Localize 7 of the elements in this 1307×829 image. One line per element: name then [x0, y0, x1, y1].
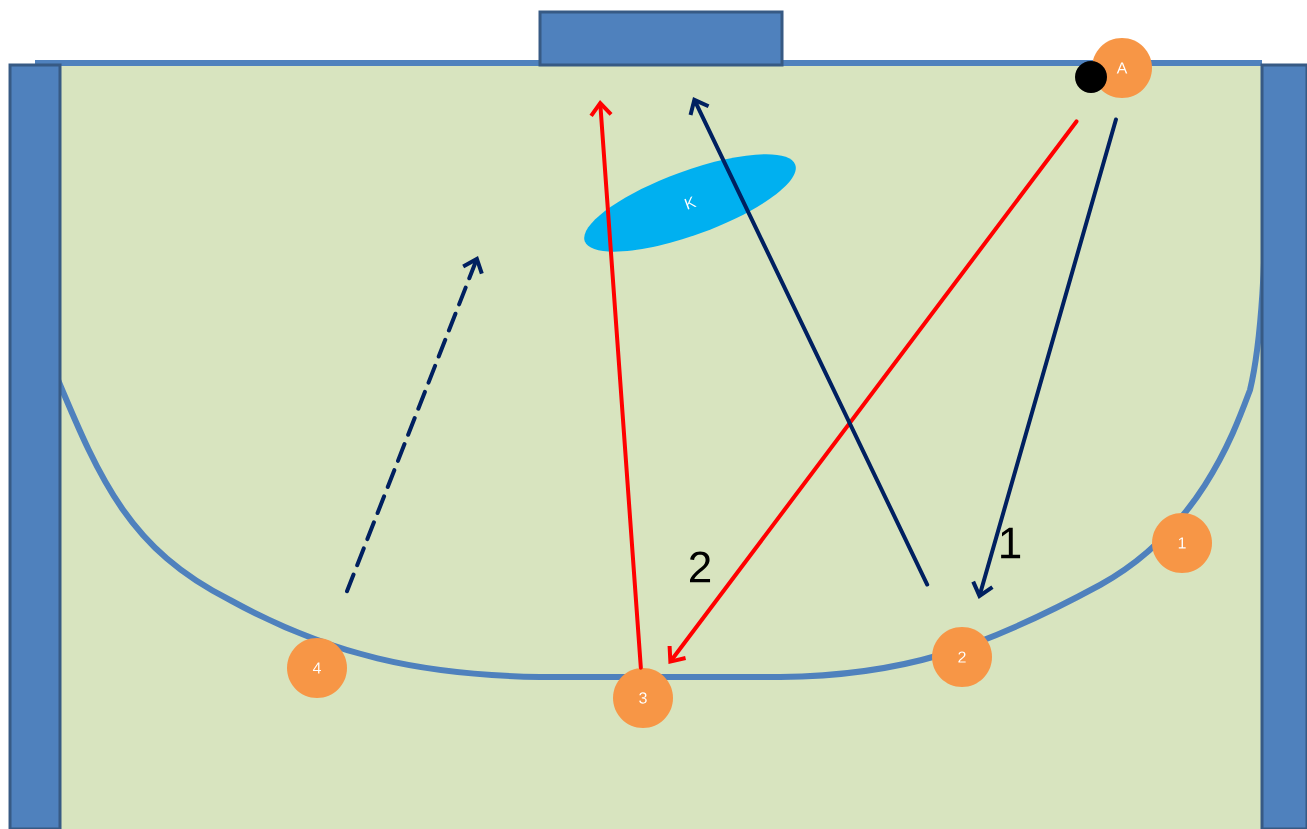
- arrow: [971, 117, 1118, 599]
- arrow: [667, 119, 1079, 665]
- arrow: [589, 100, 643, 670]
- edge-label: 1: [1001, 527, 1021, 559]
- arrow: [688, 97, 930, 587]
- edge-label: 2: [690, 551, 711, 583]
- arrow: [345, 256, 484, 594]
